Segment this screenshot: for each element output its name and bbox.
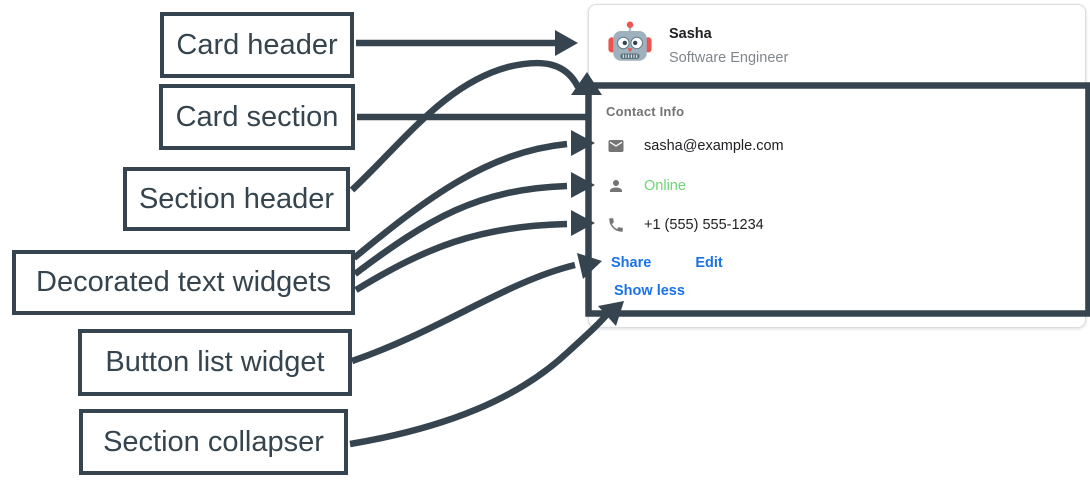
- label-text: Card header: [176, 28, 338, 61]
- decorated-text-arrow-phone: [354, 210, 595, 293]
- label-section-collapser: Section collapser: [79, 409, 348, 475]
- decorated-text-status: Online: [607, 177, 686, 195]
- label-text: Section collapser: [103, 425, 324, 458]
- label-text: Button list widget: [105, 346, 325, 378]
- contact-card: Sasha Software Engineer Contact Info sas…: [588, 4, 1086, 328]
- decorated-text-email: sasha@example.com: [607, 137, 784, 155]
- status-text: Online: [644, 178, 686, 194]
- decorated-text-phone: +1 (555) 555-1234: [607, 216, 764, 234]
- label-button-list-widget: Button list widget: [78, 329, 352, 396]
- person-icon: [610, 180, 622, 192]
- card-header-arrow: [356, 30, 578, 56]
- button-list-arrow: [350, 253, 602, 365]
- decorated-text-arrow-status: [353, 172, 595, 277]
- robot-icon: [608, 21, 652, 61]
- label-text: Decorated text widgets: [36, 266, 331, 298]
- section-header-arrow: [349, 59, 602, 193]
- section-collapser-arrow: [349, 301, 624, 448]
- email-text: sasha@example.com: [644, 138, 784, 154]
- mail-icon: [608, 140, 624, 152]
- section-collapser-button[interactable]: Show less: [614, 283, 685, 299]
- button-list: Share Edit: [611, 255, 723, 271]
- label-text: Section header: [138, 182, 335, 215]
- share-button[interactable]: Share: [611, 255, 652, 271]
- section-header-title: Contact Info: [606, 104, 685, 119]
- phone-icon: [609, 218, 623, 232]
- label-section-header: Section header: [123, 167, 350, 231]
- card-header-name: Sasha: [669, 26, 712, 42]
- edit-button[interactable]: Edit: [695, 255, 723, 271]
- card-header-subtitle: Software Engineer: [669, 50, 789, 66]
- label-decorated-text-widgets: Decorated text widgets: [12, 250, 355, 315]
- label-text: Card section: [175, 100, 339, 133]
- phone-text: +1 (555) 555-1234: [644, 217, 764, 233]
- label-card-header: Card header: [160, 12, 354, 78]
- decorated-text-arrow-email: [351, 130, 595, 261]
- label-card-section: Card section: [159, 84, 355, 150]
